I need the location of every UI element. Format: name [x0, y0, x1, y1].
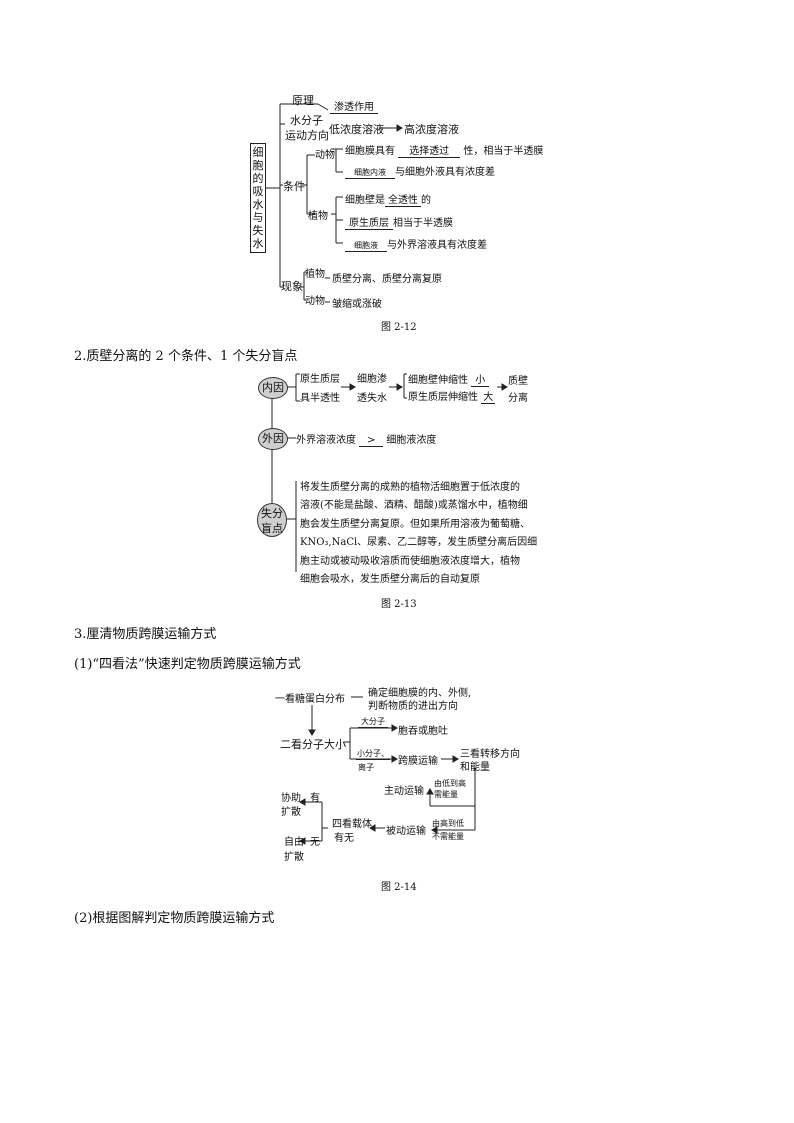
- xianxiang-dongwu-value: 皱缩或涨破: [332, 299, 382, 310]
- facilitated-diffusion-2: 扩散: [281, 807, 301, 818]
- xianxiang-zhiwu-value: 质壁分离、质壁分离复原: [332, 274, 442, 285]
- yuanli-value: 渗透作用: [330, 98, 378, 114]
- direction-from: 低浓度溶液: [329, 123, 384, 136]
- high-to-low-2: 不需能量: [432, 832, 464, 841]
- neiyin-c1: 细胞壁伸缩性 小: [408, 371, 490, 387]
- neiyin-a2: 具半透性: [300, 393, 340, 404]
- step4-carrier-1: 四看载体: [332, 819, 372, 830]
- neiyin-a1: 原生质层: [300, 374, 340, 385]
- waiyin-oval: 外因: [258, 428, 288, 450]
- zhiwu-condition-1: 细胞壁是全透性的: [345, 191, 431, 207]
- figure-2-14-caption: 图 2-14: [381, 882, 417, 893]
- tiaojian-label: 条件: [283, 180, 305, 193]
- waiyin-text: 外界溶液浓度 > 细胞液浓度: [296, 435, 437, 447]
- simple-diffusion-1: 自由: [284, 837, 304, 848]
- zhiwu-condition-2: 原生质层相当于半透膜: [345, 214, 453, 230]
- step1-note-2: 判断物质的进出方向: [368, 701, 458, 712]
- figure-2-13-caption: 图 2-13: [381, 599, 417, 610]
- dongwu-condition-2: 细胞内液与细胞外液具有浓度差: [345, 163, 495, 179]
- section-heading-3: 3.厘清物质跨膜运输方式: [74, 627, 217, 642]
- low-to-high-2: 需能量: [434, 790, 458, 799]
- neiyin-b1: 细胞渗: [357, 374, 387, 385]
- shuifenzi-label: 水分子: [290, 114, 323, 127]
- step3-direction-2: 和能量: [460, 762, 490, 773]
- high-to-low-1: 由高到低: [432, 819, 464, 828]
- small-molecule-label-2: 离子: [358, 763, 374, 772]
- neiyin-c2: 原生质层伸缩性 大: [408, 388, 496, 404]
- neiyin-d2: 分离: [508, 393, 528, 404]
- neiyin-oval: 内因: [258, 377, 288, 399]
- step4-carrier-2: 有无: [334, 833, 354, 844]
- zhiwu-condition-3: 细胞液与外界溶液具有浓度差: [345, 236, 487, 252]
- neiyin-d1: 质壁: [508, 376, 528, 387]
- direction-to: 高浓度溶液: [404, 123, 459, 136]
- passive-transport: 被动运输: [386, 826, 426, 837]
- xianxiang-label: 现象: [281, 280, 303, 293]
- yuanli-label: 原理: [292, 94, 314, 107]
- section-heading-2: 2.质壁分离的 2 个条件、1 个失分盲点: [74, 349, 298, 364]
- carrier-yes: 有: [310, 793, 320, 804]
- dongwu-condition-1: 细胞膜具有 选择透过 性，相当于半透膜: [345, 142, 543, 158]
- mangdian-paragraph: 将发生质壁分离的成熟的植物活细胞置于低浓度的 溶液(不能是盐酸、酒精、醋酸)或蒸…: [300, 482, 538, 586]
- transmembrane-transport: 跨膜运输: [398, 756, 438, 767]
- subsection-heading-3-2: (2)根据图解判定物质跨膜运输方式: [74, 911, 275, 926]
- yundong-fangxiang-label: 运动方向: [285, 129, 329, 142]
- carrier-no: 无: [310, 837, 320, 848]
- step2-molecule-size: 二看分子大小: [280, 738, 346, 751]
- small-molecule-label-1: 小分子、: [356, 749, 390, 760]
- neiyin-b2: 透失水: [357, 393, 387, 404]
- step1-glycoprotein: 一看糖蛋白分布: [275, 694, 345, 705]
- figure-2-12-caption: 图 2-12: [381, 322, 417, 333]
- simple-diffusion-2: 扩散: [284, 852, 304, 863]
- zhiwu-label: 植物: [308, 211, 328, 222]
- low-to-high-1: 由低到高: [434, 779, 466, 788]
- xianxiang-zhiwu-label: 植物: [305, 269, 325, 280]
- root-concept-box: 细胞的吸水与失水: [250, 143, 266, 253]
- subsection-heading-3-1: (1)“四看法”快速判定物质跨膜运输方式: [74, 657, 301, 672]
- xianxiang-dongwu-label: 动物: [305, 296, 325, 307]
- step3-direction-1: 三看转移方向: [460, 749, 520, 760]
- macromolecule-label: 大分子: [358, 716, 388, 728]
- active-transport: 主动运输: [384, 786, 424, 797]
- shifen-mangdian-oval: 失分盲点: [257, 503, 287, 537]
- endo-exocytosis: 胞吞或胞吐: [398, 726, 448, 737]
- dongwu-label: 动物: [315, 150, 335, 161]
- step1-note-1: 确定细胞膜的内、外侧,: [368, 688, 472, 699]
- facilitated-diffusion-1: 协助: [281, 793, 301, 804]
